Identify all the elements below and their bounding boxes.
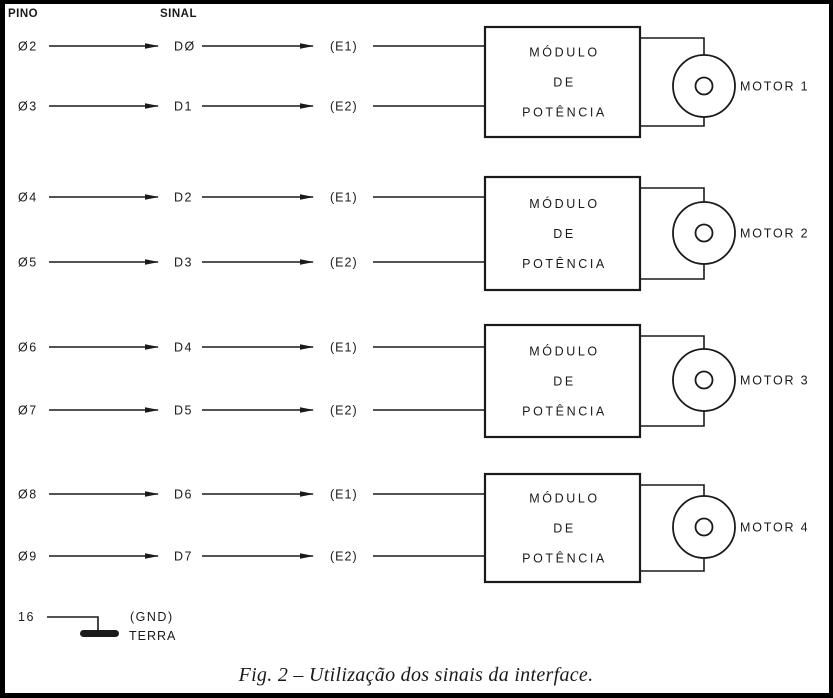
power-module-text: MÓDULO — [529, 344, 599, 359]
pin-label: Ø5 — [18, 256, 38, 270]
ground-gnd-label: (GND) — [130, 610, 174, 624]
motor-icon — [672, 495, 736, 559]
motor-group-1: Ø2 DØ (E1) Ø3 D1 (E2) MÓDULO DE POTÊNCIA MOTOR 1 — [18, 25, 809, 139]
motor-icon — [672, 348, 736, 412]
figure-paper: PINO SINAL Ø2 DØ (E1) Ø3 D1 (E2) MÓDULO DE POTÊN… — [5, 4, 829, 693]
input-label: (E2) — [330, 404, 358, 418]
pin-label: Ø6 — [18, 341, 38, 355]
motor-label: MOTOR 1 — [740, 80, 809, 94]
power-module: MÓDULO DE POTÊNCIA — [483, 175, 642, 292]
motor-wire-bottom — [640, 117, 705, 127]
power-module-box — [483, 472, 642, 584]
pin-label: Ø3 — [18, 100, 38, 114]
signal-row: Ø5 D3 (E2) — [18, 256, 485, 270]
power-module-text: POTÊNCIA — [522, 256, 607, 271]
pin-label: Ø9 — [18, 550, 38, 564]
motor-wire-top — [640, 187, 705, 202]
power-module: MÓDULO DE POTÊNCIA — [483, 25, 642, 139]
input-label: (E1) — [330, 40, 358, 54]
ground-wire — [47, 616, 99, 634]
signal-label: D1 — [174, 100, 193, 114]
signal-row: Ø6 D4 (E1) — [18, 341, 485, 355]
power-module-text: DE — [553, 227, 576, 241]
input-label: (E1) — [330, 341, 358, 355]
signal-row: Ø8 D6 (E1) — [18, 488, 485, 502]
pin-label: Ø2 — [18, 40, 38, 54]
signal-label: DØ — [174, 40, 196, 54]
power-module-text: MÓDULO — [529, 196, 599, 211]
power-module-text: POTÊNCIA — [522, 105, 607, 120]
motor-wire-bottom — [640, 558, 705, 572]
input-label: (E1) — [330, 191, 358, 205]
pin-label: Ø7 — [18, 404, 38, 418]
motor-group-3: Ø6 D4 (E1) Ø7 D5 (E2) MÓDULO DE POTÊNCIA MOTOR 3 — [18, 323, 809, 439]
power-module-text: POTÊNCIA — [522, 404, 607, 419]
motor-label: MOTOR 2 — [740, 227, 809, 241]
motor-label: MOTOR 4 — [740, 521, 809, 535]
power-module-text: DE — [553, 375, 576, 389]
power-module-text: MÓDULO — [529, 491, 599, 506]
power-module: MÓDULO DE POTÊNCIA — [483, 472, 642, 584]
signal-row: Ø7 D5 (E2) — [18, 404, 485, 418]
signal-row: Ø9 D7 (E2) — [18, 550, 485, 564]
pin-label: Ø8 — [18, 488, 38, 502]
motor-wire-top — [640, 335, 705, 349]
power-module: MÓDULO DE POTÊNCIA — [483, 323, 642, 439]
input-label: (E2) — [330, 100, 358, 114]
header-pin: PINO — [8, 8, 38, 20]
input-label: (E2) — [330, 550, 358, 564]
motor-wire-bottom — [640, 411, 705, 427]
power-module-text: POTÊNCIA — [522, 551, 607, 566]
ground-pin-label: 16 — [18, 610, 35, 624]
ground-terra-label: TERRA — [129, 629, 176, 643]
motor-label: MOTOR 3 — [740, 374, 809, 388]
signal-label: D6 — [174, 488, 193, 502]
motor-icon — [672, 201, 736, 265]
power-module-text: DE — [553, 522, 576, 536]
motor-wire-bottom — [640, 264, 705, 280]
signal-row: Ø2 DØ (E1) — [18, 40, 485, 54]
input-label: (E2) — [330, 256, 358, 270]
motor-wire-top — [640, 37, 705, 55]
signal-row: Ø4 D2 (E1) — [18, 191, 485, 205]
ground-connection: 16 (GND) TERRA — [18, 610, 176, 643]
motor-group-4: Ø8 D6 (E1) Ø9 D7 (E2) MÓDULO DE POTÊNCIA MOTOR 4 — [18, 472, 809, 584]
signal-label: D2 — [174, 191, 193, 205]
signal-label: D5 — [174, 404, 193, 418]
input-label: (E1) — [330, 488, 358, 502]
ground-symbol-icon — [80, 630, 119, 637]
pin-label: Ø4 — [18, 191, 38, 205]
power-module-text: MÓDULO — [529, 45, 599, 60]
signal-label: D7 — [174, 550, 193, 564]
power-module-box — [483, 323, 642, 439]
motor-icon — [672, 54, 736, 118]
header-signal: SINAL — [160, 8, 197, 20]
signal-row: Ø3 D1 (E2) — [18, 100, 485, 114]
interface-diagram: PINO SINAL Ø2 DØ (E1) Ø3 D1 (E2) MÓDULO DE POTÊN… — [8, 8, 809, 686]
power-module-text: DE — [553, 76, 576, 90]
power-module-box — [483, 25, 642, 139]
power-module-box — [483, 175, 642, 292]
motor-wire-top — [640, 484, 705, 496]
motor-group-2: Ø4 D2 (E1) Ø5 D3 (E2) MÓDULO DE POTÊNCIA MOTOR 2 — [18, 175, 809, 292]
figure-caption: Fig. 2 – Utilização dos sinais da interf… — [238, 664, 594, 686]
signal-label: D3 — [174, 256, 193, 270]
signal-label: D4 — [174, 341, 193, 355]
